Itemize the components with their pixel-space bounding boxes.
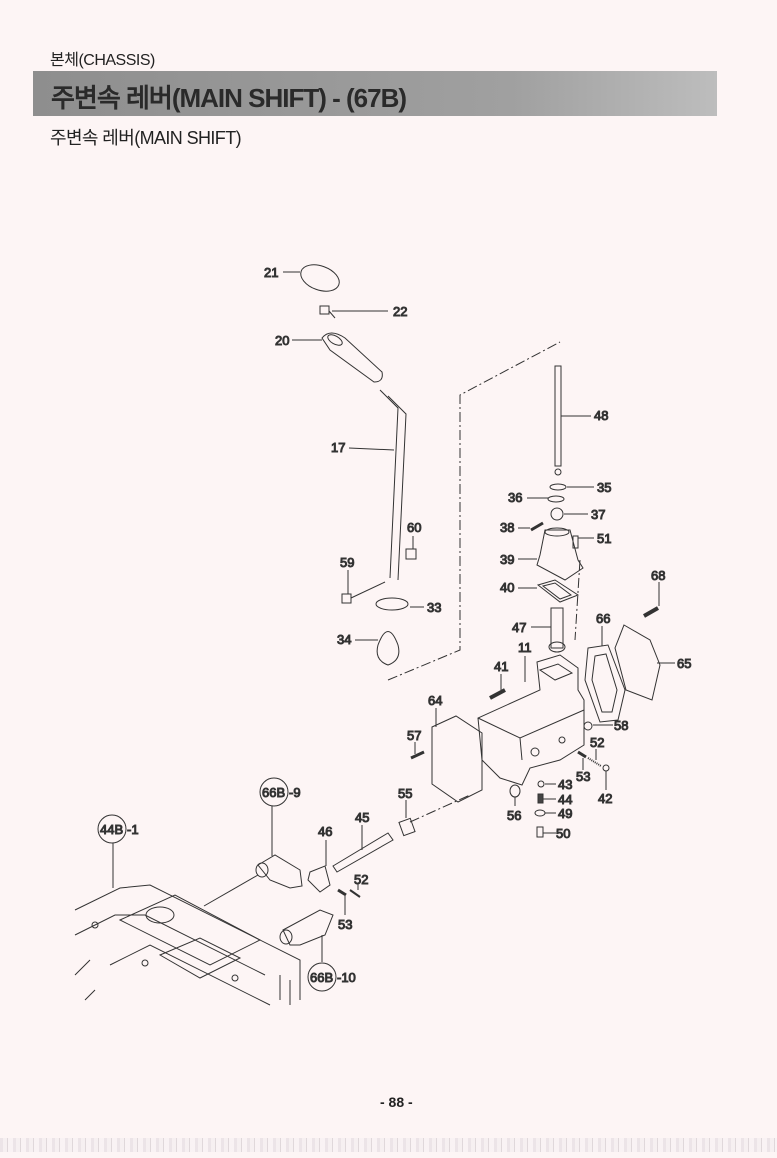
callout-58: 58 — [614, 718, 628, 733]
part-33-clamp — [375, 597, 424, 611]
part-39-housing — [518, 527, 584, 581]
page-number: - 88 - — [380, 1094, 413, 1110]
callout-17: 17 — [331, 440, 345, 455]
part-56-bushing — [509, 784, 521, 806]
part-60-nut — [405, 536, 417, 560]
part-50-bolt — [536, 826, 556, 838]
callout-44: 44 — [558, 792, 572, 807]
ref-66b-10-suffix: -10 — [337, 970, 356, 985]
part-59-bolt — [341, 570, 386, 604]
part-66b-10-fork — [279, 909, 334, 962]
callout-20: 20 — [275, 333, 289, 348]
callout-51: 51 — [597, 531, 611, 546]
part-43-ball — [537, 780, 556, 788]
callout-22: 22 — [393, 304, 407, 319]
callout-45: 45 — [355, 810, 369, 825]
part-65-cover — [614, 624, 675, 701]
ref-66b-10[interactable]: 66B -10 — [307, 962, 356, 992]
callout-55: 55 — [398, 786, 412, 801]
callout-36: 36 — [508, 490, 522, 505]
part-66b-9-fork — [203, 806, 303, 907]
callout-42: 42 — [598, 791, 612, 806]
callout-39: 39 — [500, 552, 514, 567]
part-22-bolt — [319, 305, 388, 319]
part-36-ring — [527, 495, 565, 503]
part-34-boot — [355, 631, 400, 666]
part-11-case — [477, 654, 585, 786]
callout-64: 64 — [428, 693, 442, 708]
ref-66b-9[interactable]: 66B -9 — [259, 777, 301, 807]
part-64-plate — [431, 708, 483, 803]
ref-66b-9-suffix: -9 — [289, 785, 301, 800]
ref-66b-10-circle-label: 66B — [310, 970, 333, 985]
part-57-pin — [410, 742, 425, 760]
callout-47: 47 — [512, 620, 526, 635]
callout-60: 60 — [407, 520, 421, 535]
callout-59: 59 — [340, 555, 354, 570]
callout-37: 37 — [591, 507, 605, 522]
callout-11: 11 — [518, 640, 532, 655]
part-21-cap — [283, 264, 340, 292]
part-52-spring — [587, 749, 602, 767]
part-45-shaft — [332, 825, 394, 873]
part-47-tube — [531, 607, 566, 653]
callout-68: 68 — [651, 568, 665, 583]
callout-35: 35 — [597, 480, 611, 495]
part-44-spring — [537, 793, 556, 804]
callout-65: 65 — [677, 656, 691, 671]
part-53-pin — [577, 750, 587, 770]
part-46-arm — [307, 840, 331, 893]
callout-41: 41 — [494, 659, 508, 674]
callout-66: 66 — [596, 611, 610, 626]
page-subtitle: 주변속 레버(MAIN SHIFT) — [50, 128, 242, 148]
page-title: 주변속 레버(MAIN SHIFT) - (67B) — [51, 83, 407, 113]
callout-34: 34 — [337, 632, 351, 647]
callout-52: 52 — [354, 872, 368, 887]
ref-44b-1[interactable]: 44B -1 — [97, 814, 139, 844]
assembly-line — [387, 341, 561, 681]
part-49-washer — [534, 809, 556, 817]
callout-21: 21 — [264, 265, 278, 280]
ref-44b-1-suffix: -1 — [127, 822, 139, 837]
callout-53: 53 — [338, 917, 352, 932]
callout-52: 52 — [590, 735, 604, 750]
part-52-spring — [349, 884, 361, 898]
part-38-pin — [518, 521, 544, 532]
part-44b-1-transmission-case — [74, 843, 301, 1006]
callout-57: 57 — [407, 728, 421, 743]
assembly-line — [409, 794, 471, 823]
part-48-rod — [554, 365, 591, 476]
callout-56: 56 — [507, 808, 521, 823]
part-20-grip — [292, 332, 383, 383]
ref-44b-1-circle-label: 44B — [100, 822, 123, 837]
callout-53: 53 — [576, 769, 590, 784]
part-58-oring — [583, 721, 613, 731]
scan-artifact-strip — [0, 1138, 777, 1152]
part-53-pin — [337, 888, 347, 915]
assembly-line — [574, 559, 581, 641]
callout-38: 38 — [500, 520, 514, 535]
callout-43: 43 — [558, 777, 572, 792]
callout-40: 40 — [500, 580, 514, 595]
callout-46: 46 — [318, 824, 332, 839]
title-bar: 주변속 레버(MAIN SHIFT) - (67B) — [33, 71, 717, 116]
part-42-ball — [602, 764, 610, 790]
part-37-ball — [550, 507, 588, 521]
part-51-bolt — [572, 535, 594, 549]
part-40-gasket — [518, 579, 580, 603]
callout-49: 49 — [558, 806, 572, 821]
callout-48: 48 — [594, 408, 608, 423]
callout-50: 50 — [556, 826, 570, 841]
part-41-bolt — [489, 674, 506, 700]
part-68-bolt — [643, 582, 660, 618]
part-17-lever — [348, 389, 407, 581]
part-35-ring — [549, 483, 594, 491]
part-66-gasket — [584, 626, 626, 723]
ref-66b-9-circle-label: 66B — [262, 785, 285, 800]
callout-33: 33 — [427, 600, 441, 615]
part-55-collar — [398, 800, 416, 837]
section-heading: 본체(CHASSIS) — [50, 52, 155, 69]
